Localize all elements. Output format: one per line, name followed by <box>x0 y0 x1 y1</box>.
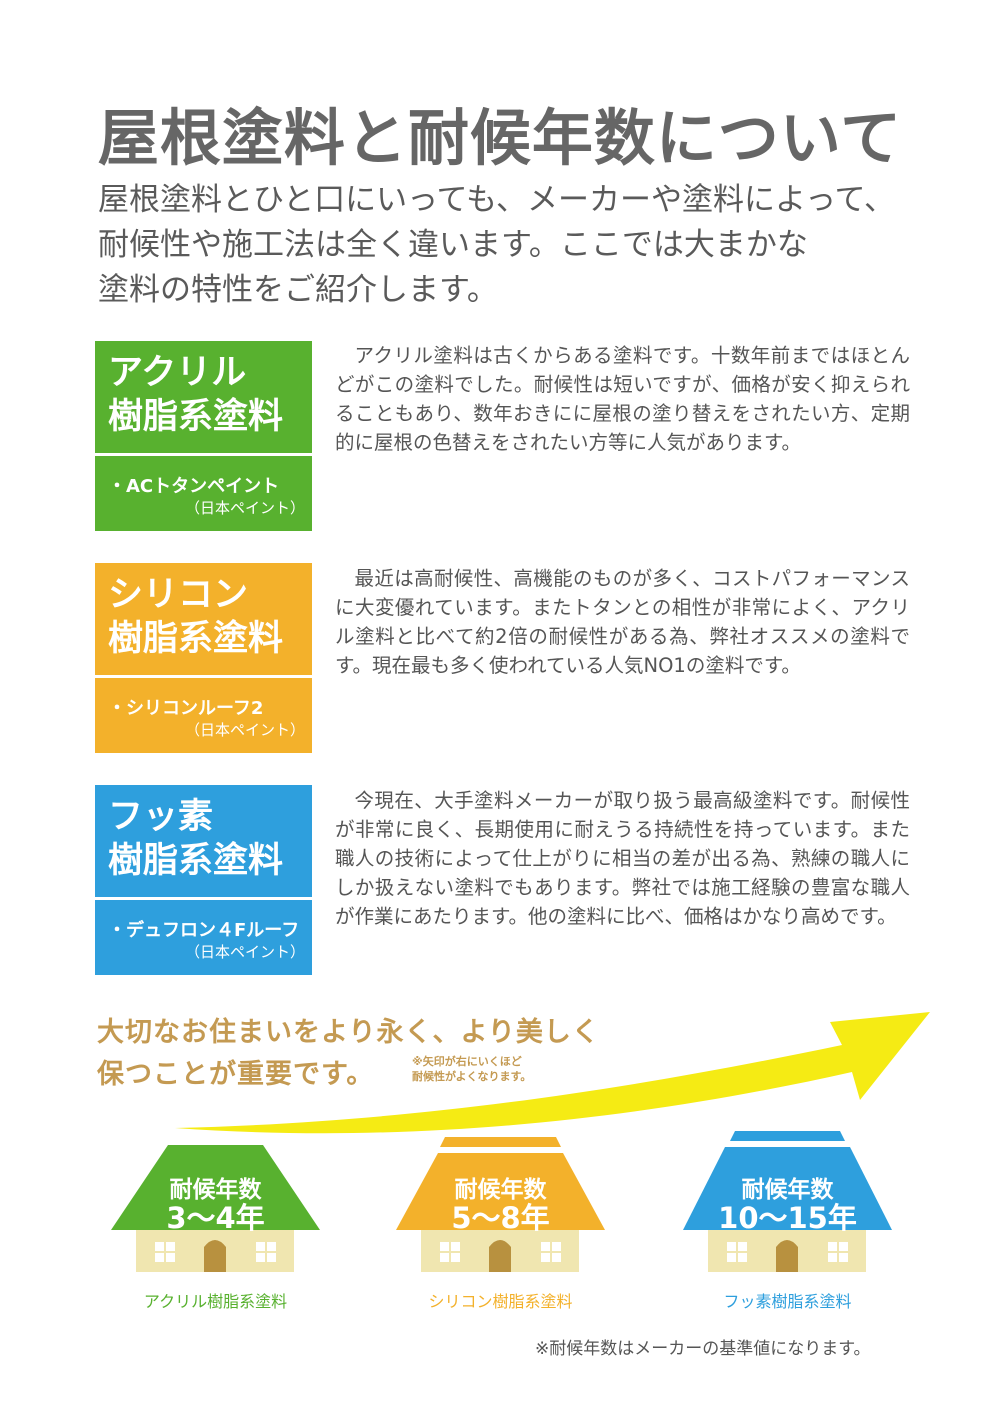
durability-years: 10〜15年 <box>718 1201 857 1235</box>
house-caption: フッ素樹脂系塗料 <box>723 1292 852 1311</box>
paint-name-line2: 樹脂系塗料 <box>108 841 284 881</box>
arrow-note: ※矢印が右にいくほど 耐候性がよくなります。 <box>412 1054 531 1084</box>
intro-text: 屋根塗料とひと口にいっても、メーカーや塗料によって、 耐候性や施工法は全く違いま… <box>98 178 918 313</box>
silicon-paint-box: シリコン 樹脂系塗料 ・シリコンルーフ2 （日本ペイント） <box>95 563 312 753</box>
arrow-note-line1: ※矢印が右にいくほど <box>412 1055 522 1068</box>
house-caption: アクリル樹脂系塗料 <box>143 1292 288 1311</box>
durability-label: 耐候年数 <box>741 1177 834 1203</box>
durability-years: 5〜8年 <box>451 1201 550 1235</box>
fluorine-paint-box: フッ素 樹脂系塗料 ・デュフロン４Fルーフ （日本ペイント） <box>95 785 312 975</box>
intro-line: 耐候性や施工法は全く違います。ここでは大まかな <box>98 227 808 263</box>
house-icon <box>111 1145 320 1272</box>
paint-maker: （日本ペイント） <box>185 721 306 739</box>
house-icon <box>683 1131 892 1272</box>
paint-maker: （日本ペイント） <box>185 943 306 961</box>
durability-years: 3〜4年 <box>166 1201 265 1235</box>
tagline-line2: 保つことが重要です。 <box>97 1059 375 1090</box>
paint-name-line1: シリコン <box>108 575 249 615</box>
page-title: 屋根塗料と耐候年数について <box>97 103 903 174</box>
silicon-description: 最近は高耐候性、高機能のものが多く、コストパフォーマンスに大変優れています。また… <box>335 567 910 677</box>
divider <box>95 897 312 900</box>
footnote: ※耐候年数はメーカーの基準値になります。 <box>535 1339 871 1359</box>
tagline-line1: 大切なお住まいをより永く、より美しく <box>97 1017 600 1048</box>
house-icon <box>396 1137 605 1272</box>
divider <box>95 675 312 678</box>
fluorine-house: 耐候年数 10〜15年 フッ素樹脂系塗料 <box>680 1125 895 1311</box>
intro-line: 塗料の特性をご紹介します。 <box>98 272 498 308</box>
paint-maker: （日本ペイント） <box>185 499 306 517</box>
paint-name-line2: 樹脂系塗料 <box>108 619 284 659</box>
silicon-house: 耐候年数 5〜8年 シリコン樹脂系塗料 <box>393 1125 608 1311</box>
acrylic-house: 耐候年数 3〜4年 アクリル樹脂系塗料 <box>108 1125 323 1311</box>
acrylic-description: アクリル塗料は古くからある塗料です。十数年前まではほとんどがこの塗料でした。耐候… <box>335 344 910 454</box>
durability-label: 耐候年数 <box>169 1177 262 1203</box>
divider <box>95 453 312 456</box>
durability-label: 耐候年数 <box>454 1177 547 1203</box>
paint-product: ・ACトタンペイント <box>108 476 280 497</box>
house-caption: シリコン樹脂系塗料 <box>428 1292 573 1311</box>
paint-name-line1: アクリル <box>108 353 247 393</box>
paint-name-line2: 樹脂系塗料 <box>108 397 284 437</box>
paint-product: ・デュフロン４Fルーフ <box>108 920 300 941</box>
arrow-note-line2: 耐候性がよくなります。 <box>412 1070 532 1083</box>
paint-name-line1: フッ素 <box>108 797 214 837</box>
acrylic-paint-box: アクリル 樹脂系塗料 ・ACトタンペイント （日本ペイント） <box>95 341 312 531</box>
intro-line: 屋根塗料とひと口にいっても、メーカーや塗料によって、 <box>98 182 896 218</box>
paint-product: ・シリコンルーフ2 <box>108 698 264 719</box>
fluorine-description: 今現在、大手塗料メーカーが取り扱う最高級塗料です。耐候性が非常に良く、長期使用に… <box>335 789 910 928</box>
